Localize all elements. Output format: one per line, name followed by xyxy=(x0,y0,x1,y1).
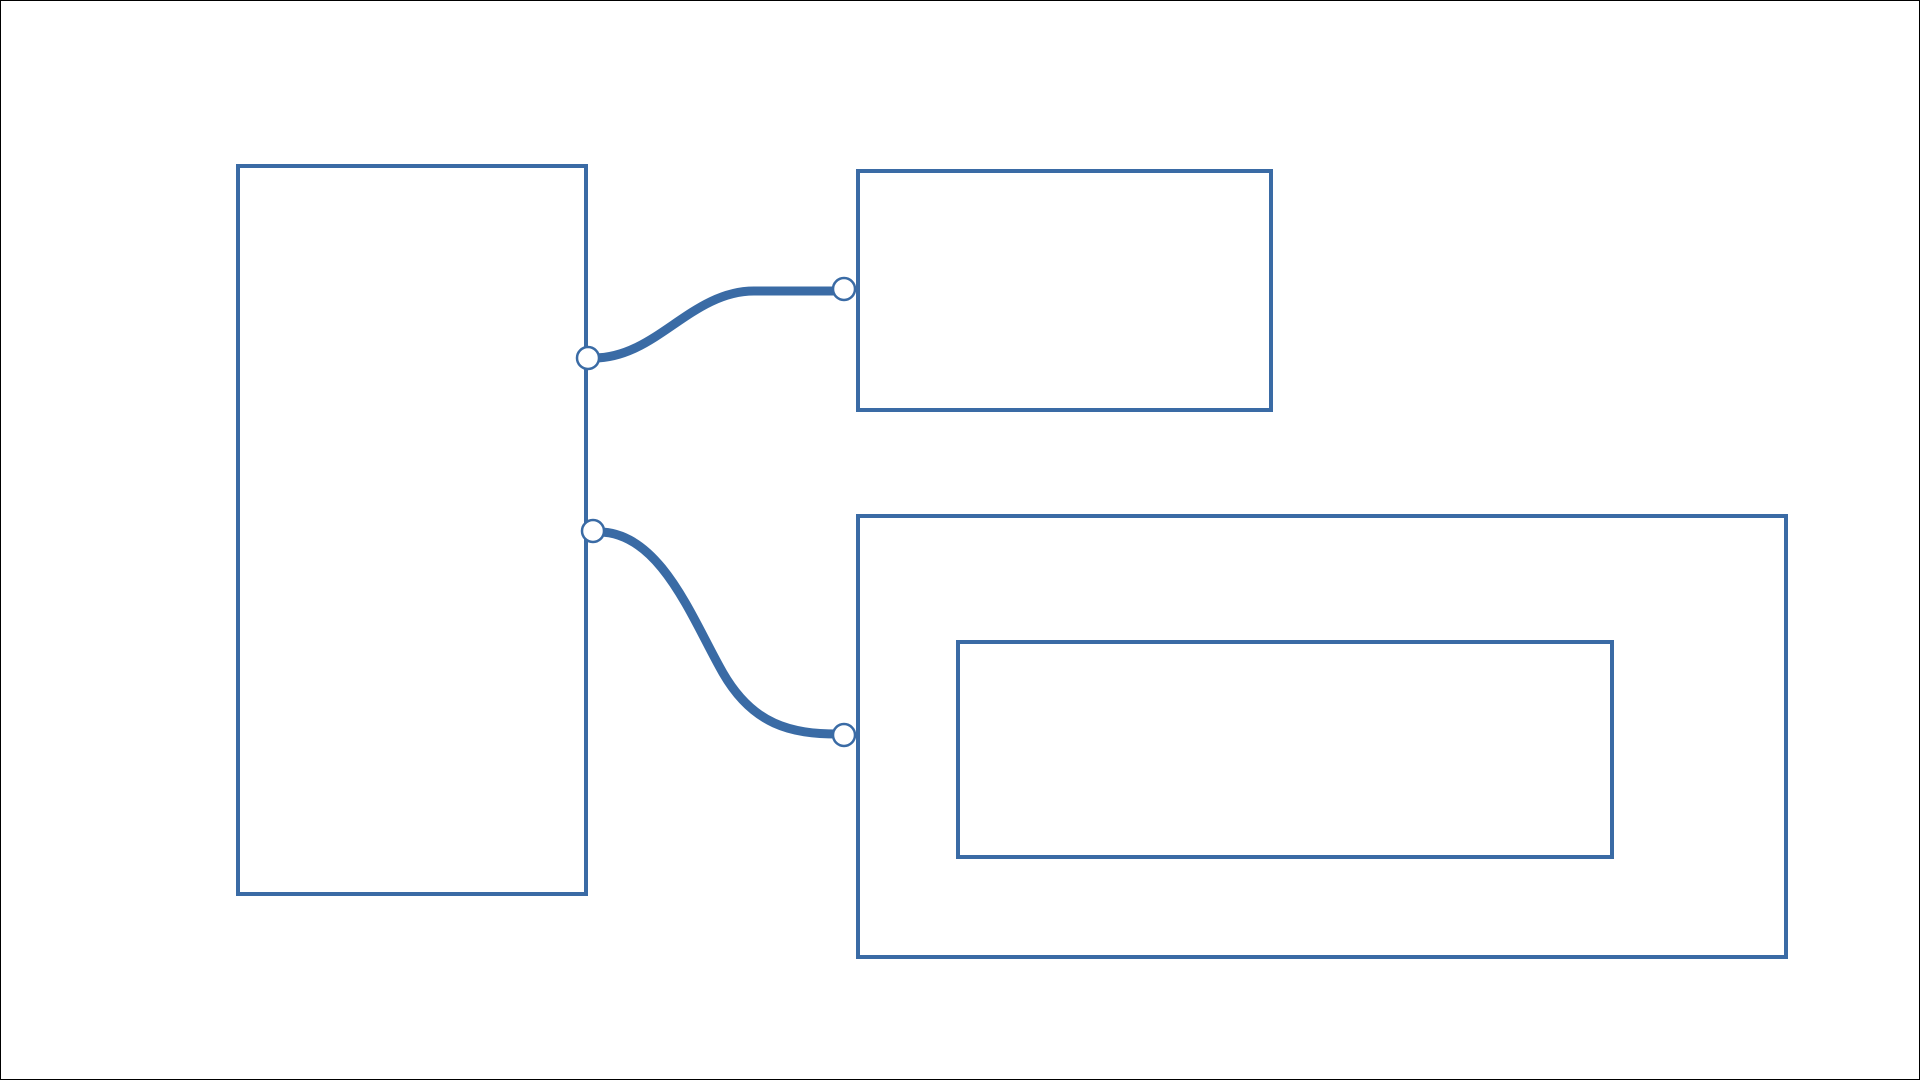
node-peer[interactable] xyxy=(856,169,1273,412)
connector-mgc-to-media-gateway xyxy=(594,527,843,739)
node-media-port-set[interactable] xyxy=(956,640,1614,859)
node-media-gateway-controller[interactable] xyxy=(236,164,588,896)
connector-mgc-to-peer xyxy=(589,286,843,363)
port-icon-media-gateway-target[interactable] xyxy=(831,722,857,748)
port-icon-peer-target[interactable] xyxy=(831,276,857,302)
